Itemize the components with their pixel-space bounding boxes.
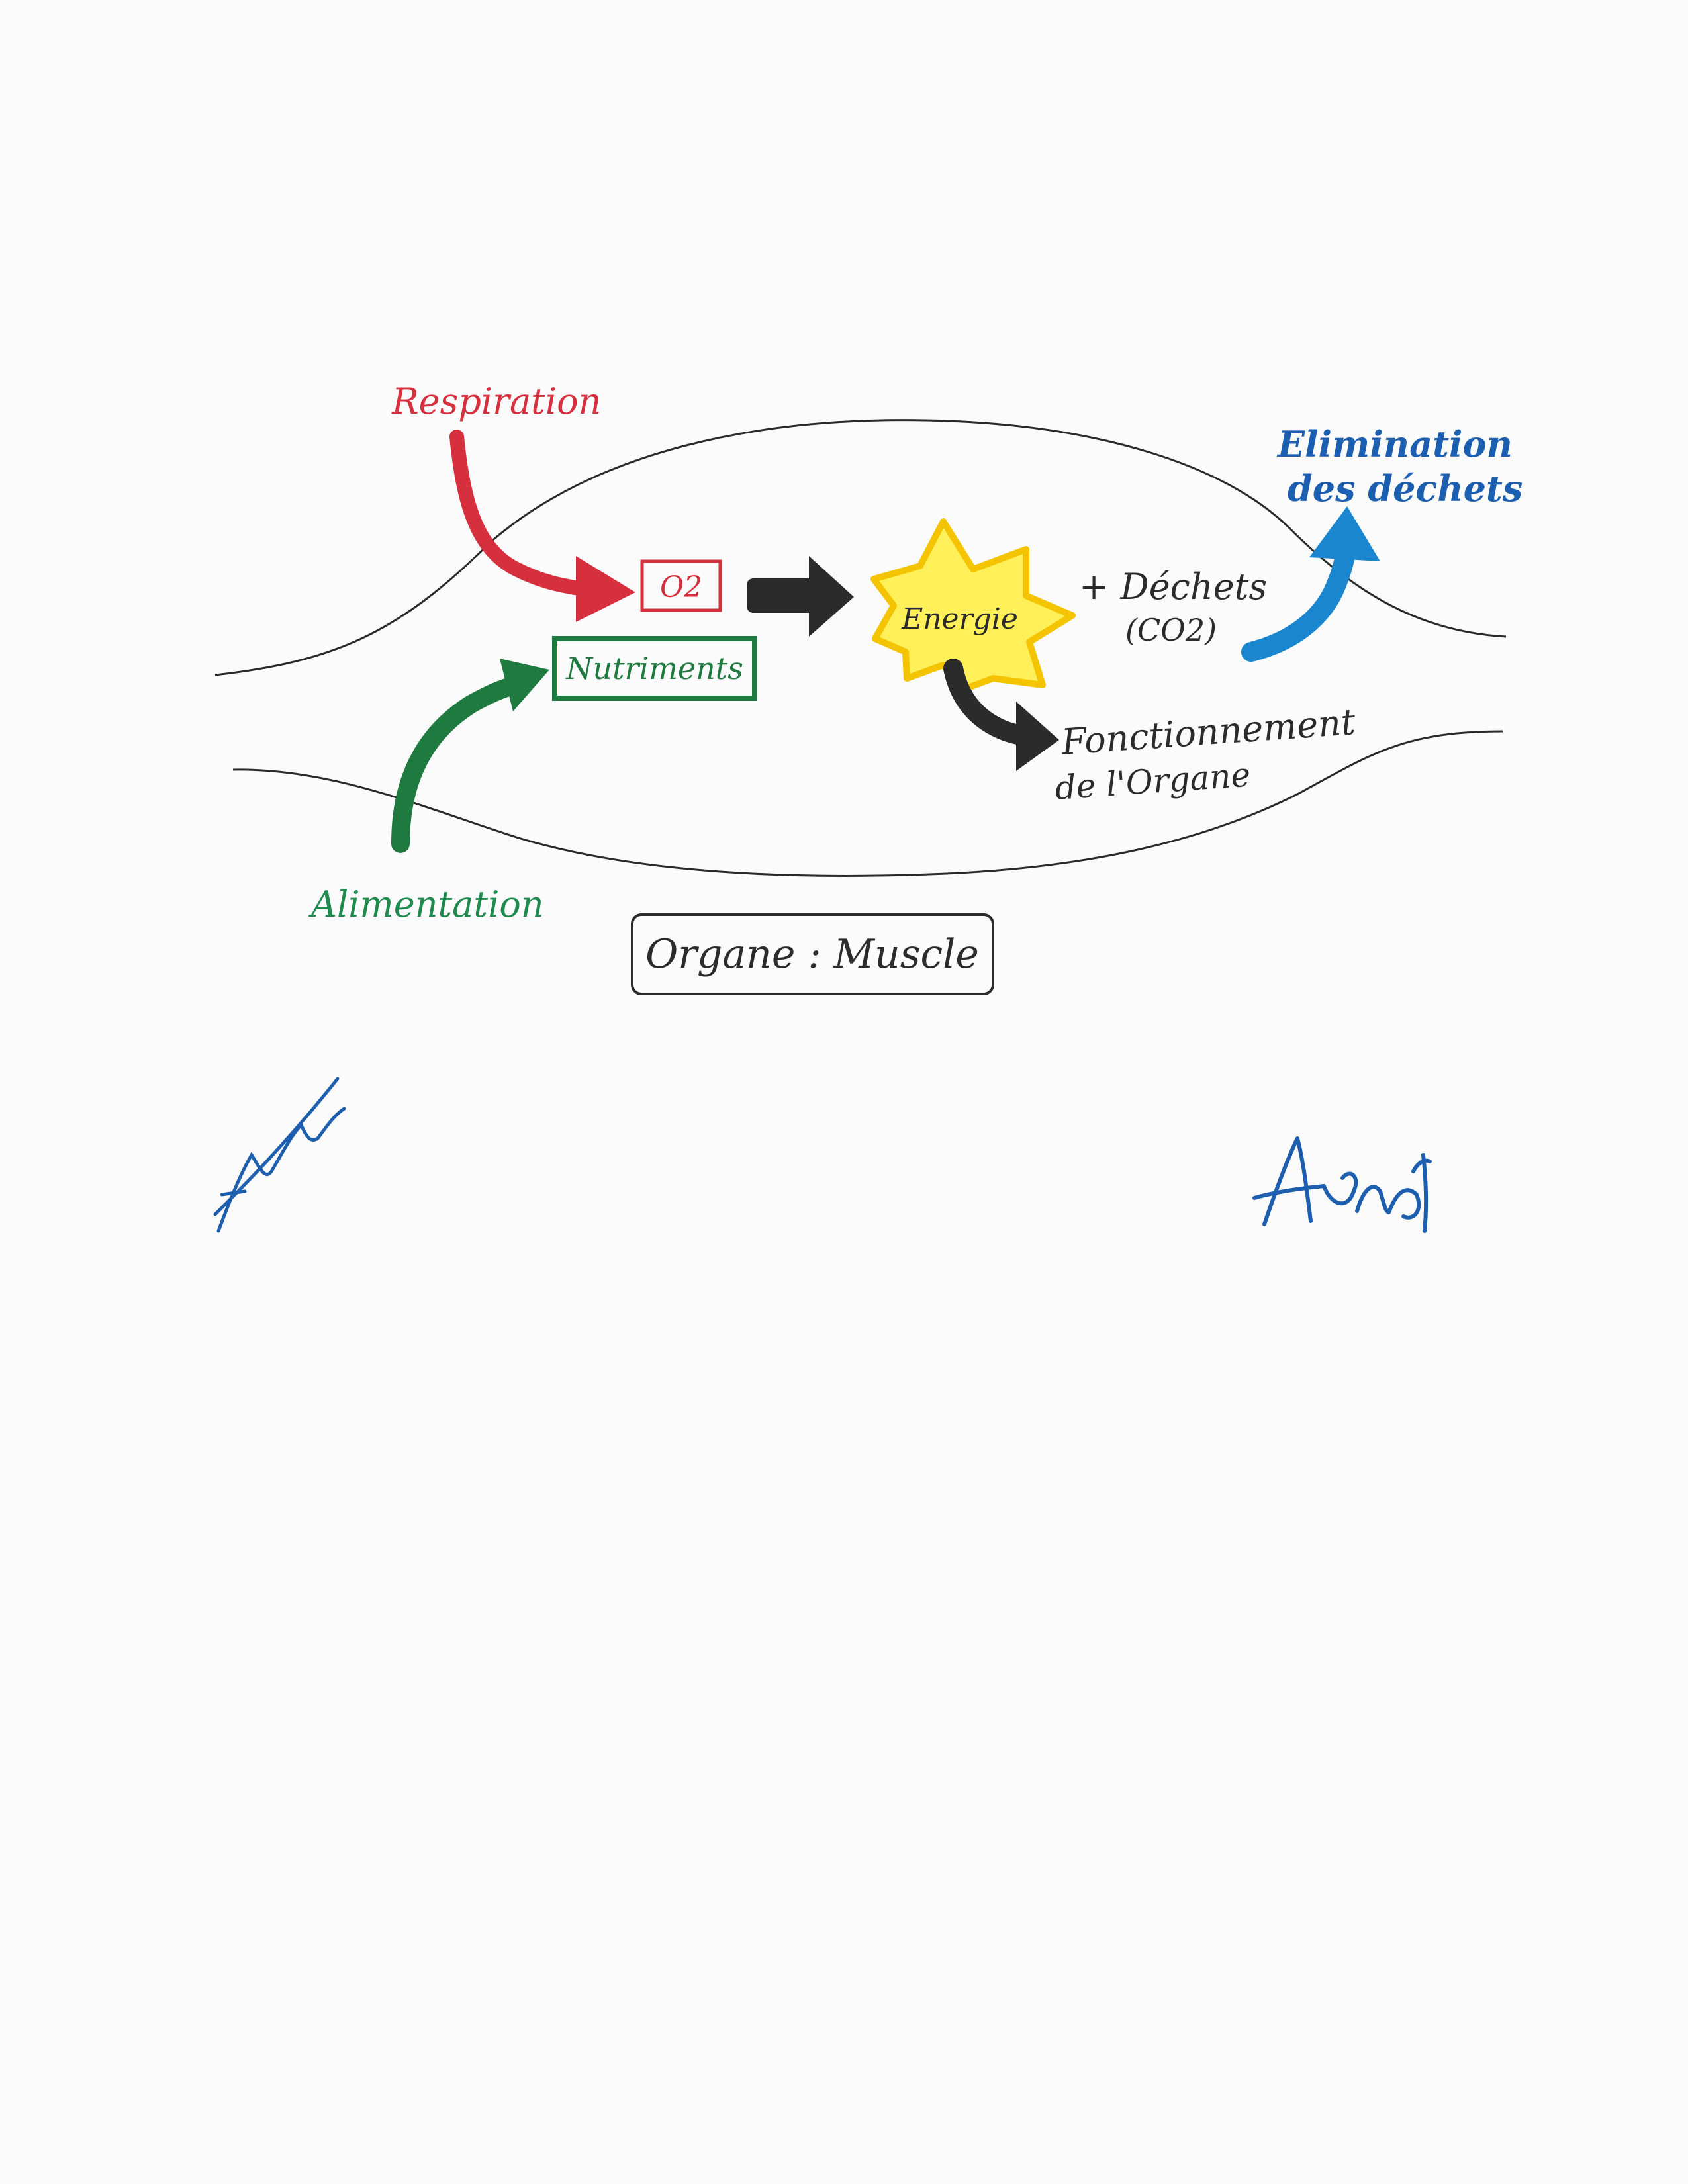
- organ-outline: [214, 419, 1507, 877]
- energy-burst-icon: Energie: [870, 518, 1076, 692]
- elimination-label-2: des déchets: [1288, 467, 1523, 510]
- arrow-elimination-icon: [1241, 506, 1380, 662]
- waste-formula: (CO2): [1125, 612, 1217, 648]
- organ-outline-top: [214, 419, 1507, 676]
- alimentation-label: Alimentation: [308, 884, 544, 925]
- nutrients-label: Nutriments: [565, 651, 743, 686]
- signature-right-icon: [1252, 1136, 1432, 1233]
- arrow-alimentation-icon: [391, 659, 549, 853]
- arrow-respiration-icon: [449, 430, 635, 622]
- oxygen-box: O2: [640, 559, 722, 612]
- organ-outline-bottom: [232, 730, 1503, 877]
- signature-left-icon: [213, 1077, 346, 1233]
- arrow-function-icon: [943, 659, 1059, 771]
- elimination-label: Elimination: [1276, 423, 1513, 465]
- energy-label: Energie: [901, 602, 1018, 636]
- caption-box: Organe : Muscle: [631, 913, 994, 995]
- nutrients-box: Nutriments: [552, 636, 757, 701]
- function-label: Fonctionnement: [1060, 701, 1357, 763]
- arrow-to-energy-icon: [747, 556, 854, 637]
- respiration-label: Respiration: [391, 381, 601, 422]
- oxygen-label: O2: [660, 570, 702, 604]
- caption-label: Organe : Muscle: [645, 931, 979, 978]
- waste-label: + Déchets: [1079, 566, 1267, 608]
- function-label-2: de l'Organe: [1054, 755, 1252, 807]
